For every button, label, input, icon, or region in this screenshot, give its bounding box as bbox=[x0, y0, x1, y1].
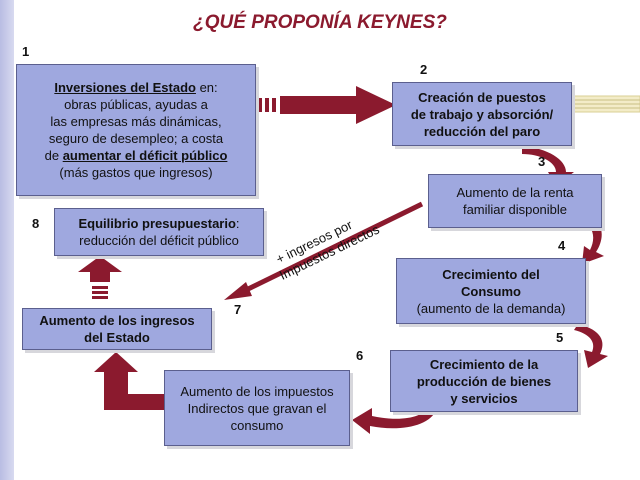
step-8-box: Equilibrio presupuestario: reducción del… bbox=[54, 208, 264, 256]
step-3-box: Aumento de la renta familiar disponible bbox=[428, 174, 602, 228]
step-1-line-3: las empresas más dinámicas, bbox=[50, 114, 222, 129]
arrow-3-to-7 bbox=[224, 201, 424, 300]
arrow-4-to-5 bbox=[574, 324, 608, 368]
step-2-box: Creación de puestos de trabajo y absorci… bbox=[392, 82, 572, 146]
step-4-line-1: Crecimiento del bbox=[442, 266, 540, 282]
left-decorative-strip bbox=[0, 0, 14, 480]
step-4-number: 4 bbox=[558, 238, 566, 253]
step-5-line-1: Crecimiento de la bbox=[429, 356, 539, 372]
step-2-line-1: Creación de puestos bbox=[418, 89, 546, 105]
arrow-1-to-2 bbox=[258, 86, 396, 124]
step-8-line-1-rest: : bbox=[235, 216, 240, 231]
step-1-box: Inversiones del Estado en: obras pública… bbox=[16, 64, 256, 196]
step-1-line-6: (más gastos que ingresos) bbox=[59, 165, 213, 180]
step-7-number: 7 bbox=[234, 302, 242, 317]
step-3-number: 3 bbox=[538, 154, 546, 169]
step-5-line-2: producción de bienes bbox=[416, 373, 552, 389]
step-5-box: Crecimiento de la producción de bienes y… bbox=[390, 350, 578, 412]
step-3-line-1: Aumento de la renta bbox=[456, 185, 574, 200]
step-1-line-1-rest: en: bbox=[195, 80, 218, 95]
step-5-number: 5 bbox=[556, 330, 564, 345]
step-4-box: Crecimiento del Consumo (aumento de la d… bbox=[396, 258, 586, 324]
step-1-line-5-pre: de bbox=[44, 148, 63, 163]
step-7-line-2: del Estado bbox=[84, 330, 150, 345]
step-6-box: Aumento de los impuestos Indirectos que … bbox=[164, 370, 350, 446]
step-4-line-2: Consumo bbox=[461, 283, 521, 299]
step-2-number: 2 bbox=[420, 62, 428, 77]
step-1-line-1: Inversiones del Estado en: bbox=[54, 79, 217, 96]
step-6-line-3: consumo bbox=[230, 417, 284, 433]
step-6-line-2: Indirectos que gravan el bbox=[187, 400, 327, 416]
step-8-line-2: reducción del déficit público bbox=[79, 233, 239, 248]
step-2-line-2: de trabajo y absorción/ bbox=[410, 106, 554, 122]
step-1-line-2: obras públicas, ayudas a bbox=[64, 97, 208, 112]
arrow-5-to-6 bbox=[352, 406, 436, 434]
step-1-bold-term: Inversiones del Estado bbox=[54, 80, 196, 95]
step-5-line-3: y servicios bbox=[450, 390, 518, 406]
step-3-line-2: familiar disponible bbox=[462, 202, 568, 217]
step-6-line-1: Aumento de los impuestos bbox=[180, 383, 334, 399]
step-4-line-3: (aumento de la demanda) bbox=[416, 300, 566, 316]
step-8-number: 8 bbox=[32, 216, 40, 231]
step-8-line-1: Equilibrio presupuestario: bbox=[78, 215, 239, 232]
step-6-number: 6 bbox=[356, 348, 364, 363]
step-8-bold-term: Equilibrio presupuestario bbox=[78, 216, 236, 231]
page-title: ¿QUÉ PROPONÍA KEYNES? bbox=[193, 12, 447, 33]
arrow-6-to-7 bbox=[94, 352, 164, 410]
step-1-number: 1 bbox=[22, 44, 30, 59]
arrow-7-to-8 bbox=[78, 256, 122, 299]
step-1-bold-deficit: aumentar el déficit público bbox=[62, 148, 228, 163]
step-7-box: Aumento de los ingresos del Estado bbox=[22, 308, 212, 350]
step-1-line-4: seguro de desempleo; a costa bbox=[48, 131, 224, 146]
step-7-line-1: Aumento de los ingresos bbox=[39, 313, 195, 328]
step-1-line-5: de aumentar el déficit público bbox=[45, 147, 228, 164]
step-2-line-3: reducción del paro bbox=[423, 123, 541, 139]
